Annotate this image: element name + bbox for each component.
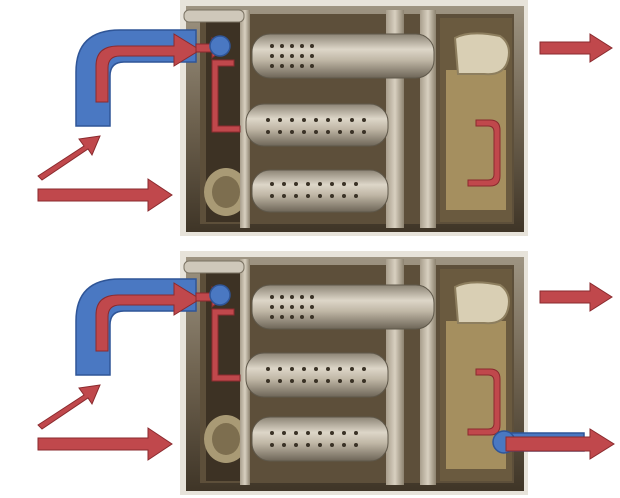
perforated-tube-icon [245, 284, 435, 462]
inlet-arrow-icon [37, 427, 173, 461]
inlet-arrow-icon [37, 384, 101, 430]
muffler-photo-top [37, 0, 613, 236]
flow-loop-arrow-icon [211, 308, 241, 382]
valve-dot-icon [209, 284, 231, 306]
inlet-arrow-icon [37, 135, 101, 181]
muffler-photo-bottom [37, 251, 615, 495]
inlet-arrow-icon [37, 178, 173, 212]
inlet-arrow-icon [95, 33, 201, 103]
outlet-arrow-icon [505, 428, 615, 460]
flow-loop-arrow-icon [211, 59, 241, 133]
valve-dot-icon [209, 35, 231, 57]
muffler-diagram-bottom [0, 249, 620, 498]
inlet-arrow-icon [95, 282, 201, 352]
muffler-diagram-top [37, 0, 613, 236]
flow-loop-arrow-icon [467, 119, 501, 187]
perforated-tube-icon [245, 33, 435, 213]
outlet-arrow-icon [539, 282, 613, 312]
flow-loop-arrow-icon [467, 368, 501, 436]
outlet-arrow-icon [539, 33, 613, 63]
